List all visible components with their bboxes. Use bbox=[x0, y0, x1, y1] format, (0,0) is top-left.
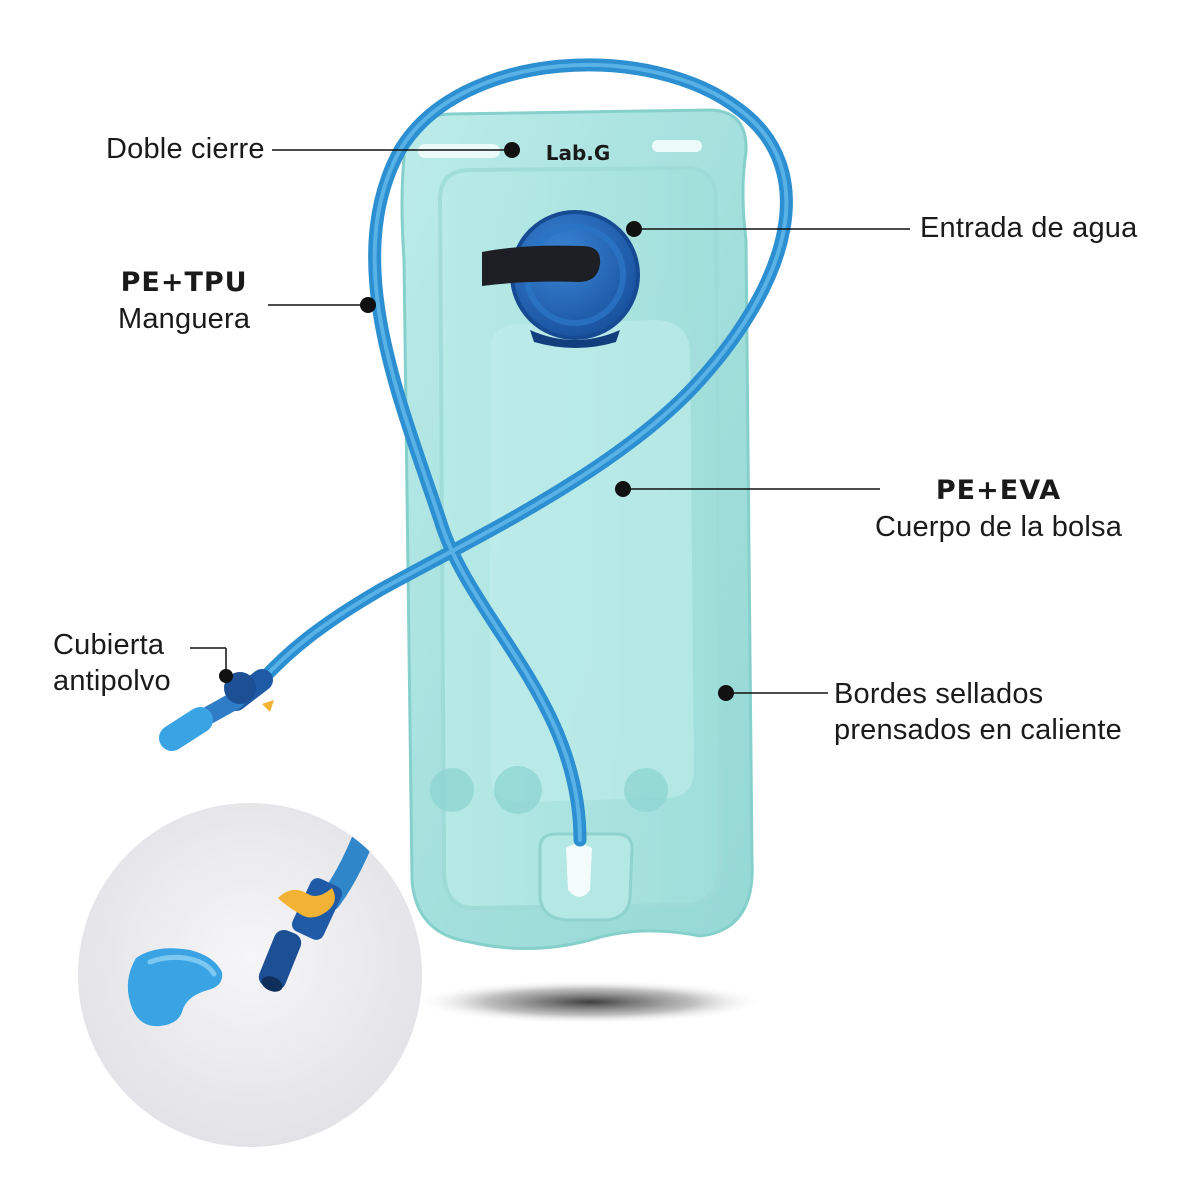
callout-dot-icon bbox=[504, 142, 520, 158]
callout-text: Doble cierre bbox=[106, 133, 265, 165]
water-bladder bbox=[400, 108, 754, 950]
callout-text: Manguera bbox=[118, 303, 251, 335]
callout-material: PE+EVA bbox=[935, 475, 1062, 506]
callout-line1: Bordes sellados bbox=[834, 678, 1044, 710]
callout-text: Cuerpo de la bolsa bbox=[875, 511, 1123, 543]
callout-entrada-agua: Entrada de agua bbox=[920, 210, 1137, 246]
callout-dot-icon bbox=[615, 481, 631, 497]
callout-line2: antipolvo bbox=[53, 665, 171, 697]
callout-dot-icon bbox=[360, 297, 376, 313]
brand-logo: Lab.G bbox=[546, 141, 611, 165]
callout-material: PE+TPU bbox=[120, 267, 248, 298]
callout-cuerpo-bolsa: PE+EVA Cuerpo de la bolsa bbox=[875, 473, 1122, 545]
callout-doble-cierre: Doble cierre bbox=[106, 131, 265, 167]
callout-text: Entrada de agua bbox=[920, 212, 1138, 244]
callout-leaders bbox=[190, 142, 910, 701]
callout-line1: Cubierta bbox=[53, 629, 165, 661]
hose-tube bbox=[159, 58, 793, 847]
screw-cap-icon bbox=[482, 210, 640, 348]
callout-manguera: PE+TPU Manguera bbox=[118, 265, 250, 337]
callout-cubierta-antipolvo: Cubierta antipolvo bbox=[53, 627, 171, 699]
valve-closeup-inset bbox=[78, 803, 422, 1147]
bag-shadow bbox=[415, 980, 765, 1024]
callout-dot-icon bbox=[718, 685, 734, 701]
callout-bordes-sellados: Bordes sellados prensados en caliente bbox=[834, 676, 1122, 748]
callout-dot-icon bbox=[626, 221, 642, 237]
callout-dot-icon bbox=[219, 669, 233, 683]
callout-line2: prensados en caliente bbox=[834, 714, 1122, 746]
